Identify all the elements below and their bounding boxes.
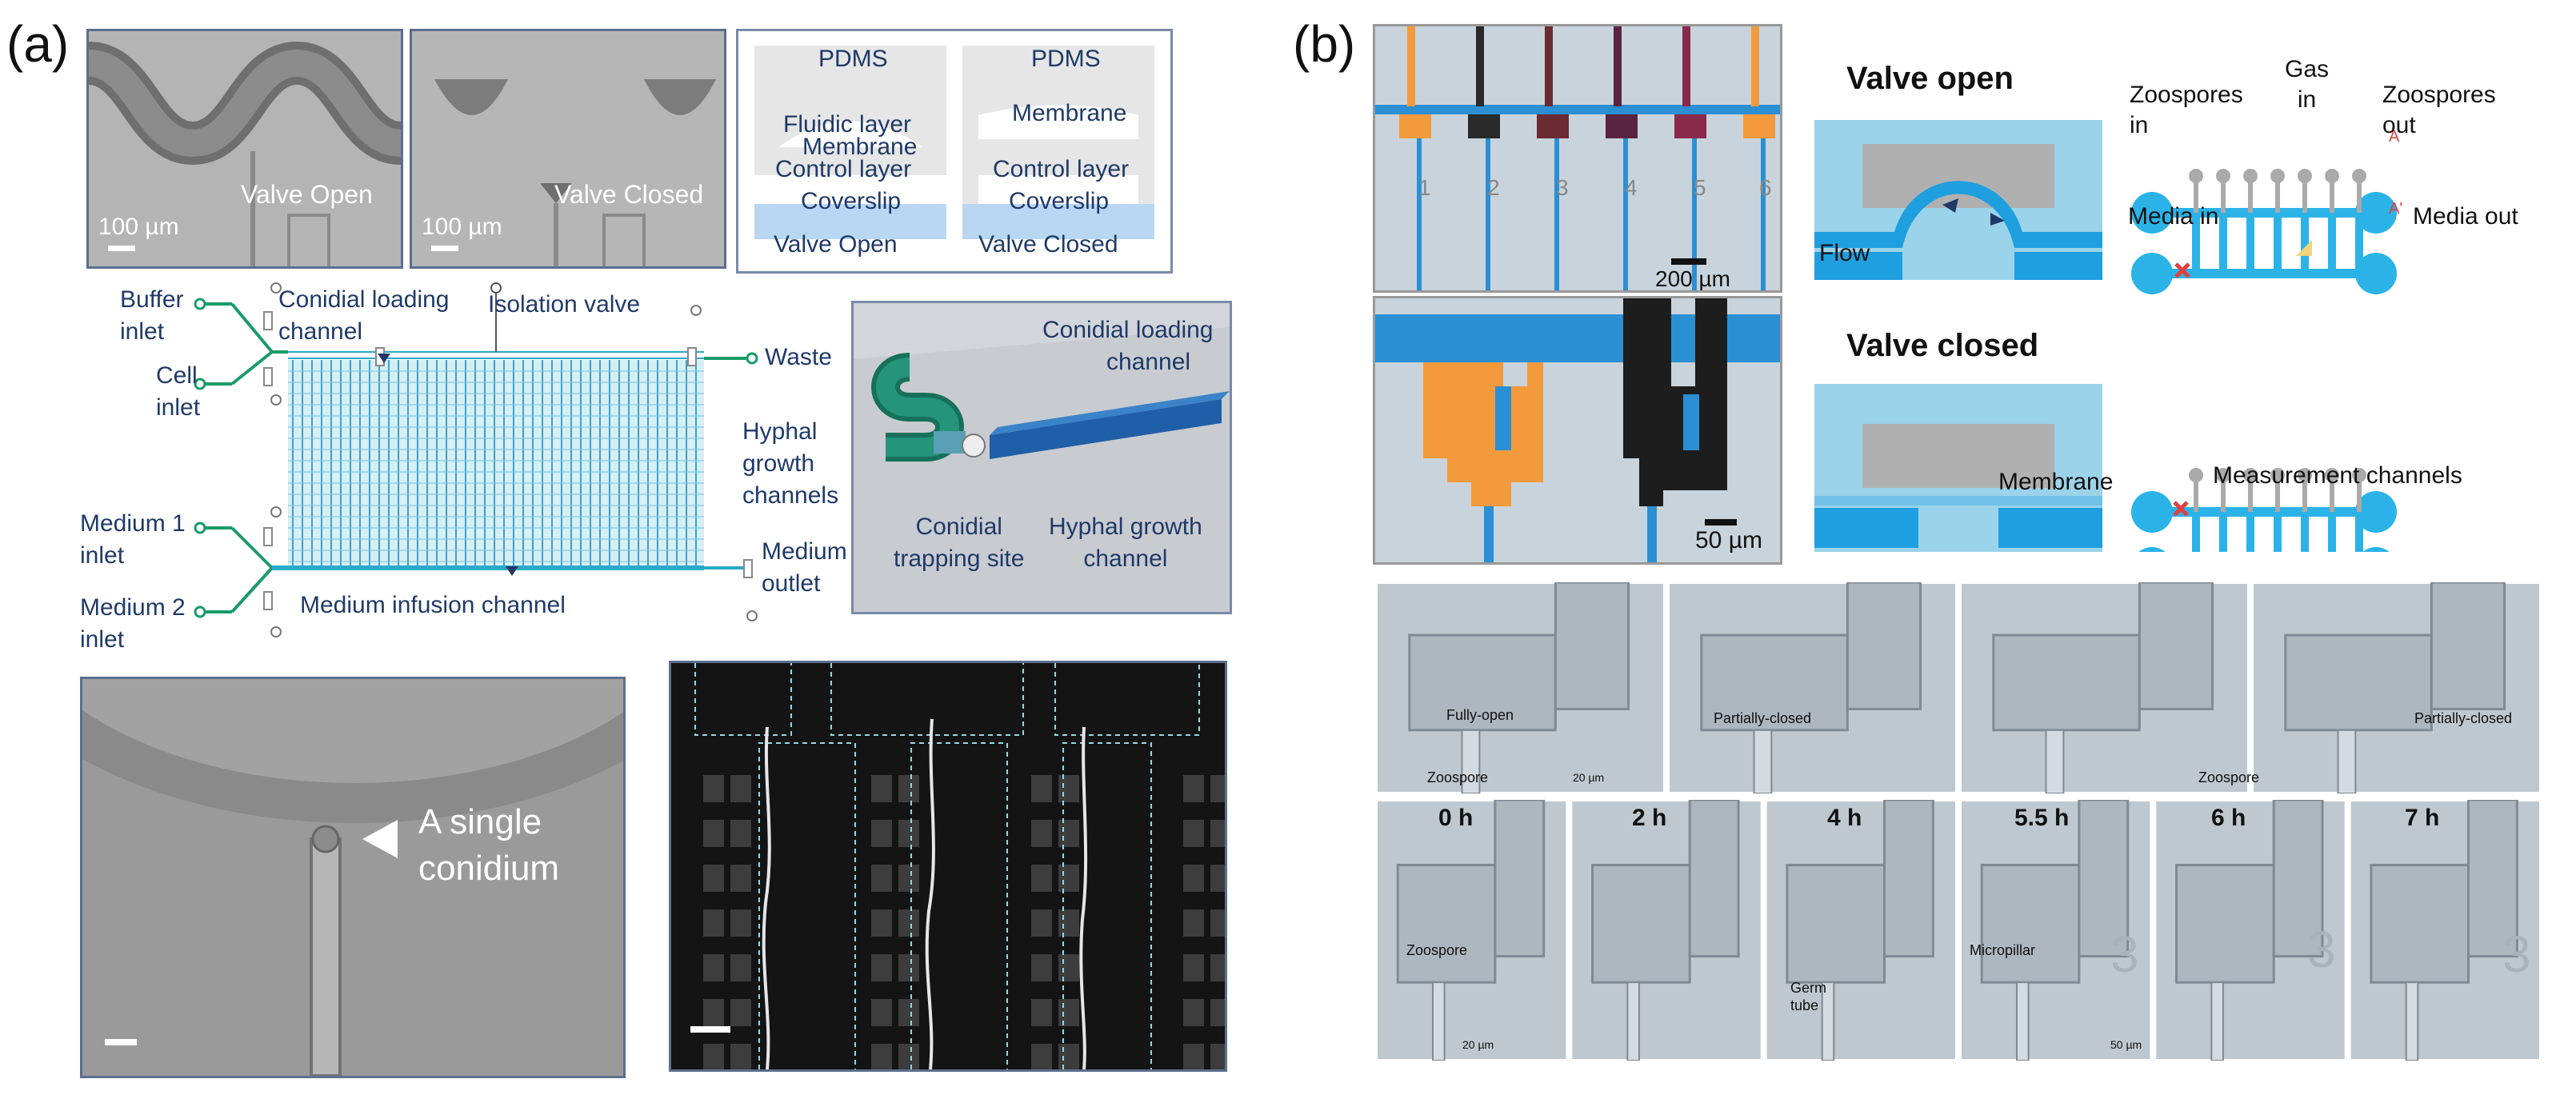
- time-label: 0 h: [1438, 805, 1474, 831]
- render-3d-drawing: [854, 327, 1230, 612]
- panel-a-label: (a): [6, 15, 70, 73]
- valve-number: 2: [1487, 175, 1500, 200]
- valve-cross-section: PDMS Fluidic layer Membrane Control laye…: [736, 29, 1173, 274]
- micrograph-valve-closed-image: [412, 31, 724, 266]
- media-out-label: Media out: [2413, 203, 2518, 230]
- valve-number: 1: [1418, 175, 1431, 200]
- membrane-label: Membrane: [1012, 100, 1127, 126]
- valve-closed-label: Valve Closed: [554, 180, 704, 209]
- valve-number: 3: [1556, 175, 1569, 200]
- pdms-label: PDMS: [818, 46, 888, 72]
- measurement-channels-label: Measurement channels: [2213, 462, 2462, 489]
- micrograph-valve-open: Valve Open 100 µm: [86, 29, 403, 269]
- membrane-label: Membrane: [1998, 469, 2114, 495]
- hyphae-fluorescence-image: [671, 663, 1225, 1069]
- pillar-digit: 3: [2502, 925, 2531, 983]
- pdms-label: PDMS: [1031, 46, 1101, 72]
- section-a-prime-mark: A': [2389, 200, 2403, 218]
- medium-infusion-label: Medium infusion channel: [300, 592, 566, 618]
- valve-closed-title: Valve closed: [1846, 328, 2039, 363]
- valve-open-diagram: Valve open Flow: [1798, 24, 2118, 288]
- scale-bar-label: 100 µm: [422, 214, 502, 240]
- zoom-scale-label: 50 µm: [1695, 527, 1762, 553]
- scale-bar-label: 100 µm: [98, 214, 179, 240]
- zoospore-label: Zoospore: [2198, 769, 2260, 785]
- partially-closed-label: Partially-closed: [1714, 710, 1812, 726]
- timelapse-row-2-image: [1374, 798, 2542, 1062]
- control-layer-label: Control layer: [775, 156, 912, 182]
- valve-zoom-image: [1375, 298, 1780, 562]
- valve-number: 5: [1694, 175, 1706, 200]
- pillar-digit: 3: [2110, 925, 2139, 983]
- cross-section-drawing: [754, 46, 1154, 239]
- micrograph-valve-open-image: [89, 31, 401, 266]
- timelapse-row-1-image: [1374, 581, 2542, 795]
- pillar-digit: 3: [2307, 921, 2336, 978]
- row2-scale-2: 50 µm: [2110, 1038, 2142, 1051]
- valve-array-image: [1375, 26, 1780, 290]
- valve-number: 6: [1759, 175, 1772, 200]
- row2-scale-1: 20 µm: [1462, 1038, 1494, 1051]
- time-label: 2 h: [1632, 805, 1667, 831]
- micrograph-valve-array: 1 2 3 4 5 6 200 µm: [1373, 24, 1782, 293]
- valve-number: 4: [1625, 175, 1638, 200]
- media-in-label: Media in: [2128, 203, 2219, 230]
- section-a-mark: A: [2389, 128, 2400, 146]
- micropillar-label: Micropillar: [1970, 942, 2036, 958]
- control-layer-label: Control layer: [993, 156, 1130, 182]
- valve-open-schematic: [1814, 120, 2102, 280]
- time-label: 4 h: [1827, 805, 1862, 831]
- zoospore-label: Zoospore: [1427, 769, 1489, 785]
- single-conidium-image: [82, 679, 623, 1076]
- flow-label: Flow: [1819, 240, 1870, 266]
- waste-label: Waste: [765, 344, 832, 370]
- micrograph-valve-closed: Valve Closed 100 µm: [410, 29, 726, 269]
- time-label: 7 h: [2405, 805, 2440, 831]
- valve-array-scale: 200 µm: [1655, 266, 1730, 291]
- valve-open-title: Valve open: [1846, 61, 2014, 96]
- isolation-valve-label: Isolation valve: [488, 291, 641, 318]
- valve-closed-schematic: [1814, 384, 2102, 552]
- valve-closed-caption: Valve Closed: [978, 231, 1118, 258]
- valve-open-caption: Valve Open: [774, 231, 898, 258]
- micrograph-hyphae-fluorescence: [669, 661, 1227, 1072]
- fully-open-label: Fully-open: [1446, 707, 1514, 723]
- time-label: 5.5 h: [2014, 805, 2070, 831]
- valve-closed-diagram: Valve closed Membrane: [1798, 296, 2118, 560]
- panel-b-label: (b): [1293, 15, 1356, 73]
- valve-open-label: Valve Open: [241, 180, 373, 209]
- membrane-label: Membrane: [802, 134, 918, 160]
- row1-scale-label: 20 µm: [1573, 771, 1605, 784]
- partially-closed-label: Partially-closed: [2414, 710, 2513, 726]
- timelapse-row-1: Fully-open Partially-closed Partially-cl…: [1374, 581, 2542, 795]
- coverslip-label: Coverslip: [1009, 188, 1110, 214]
- fluidic-layer-label: Fluidic layer: [783, 111, 912, 138]
- zoospore-label: Zoospore: [1406, 942, 1468, 958]
- micrograph-valve-zoom: 50 µm: [1373, 296, 1782, 565]
- coverslip-label: Coverslip: [801, 188, 902, 214]
- time-label: 6 h: [2211, 805, 2246, 831]
- channel-network-drawing: [194, 282, 758, 637]
